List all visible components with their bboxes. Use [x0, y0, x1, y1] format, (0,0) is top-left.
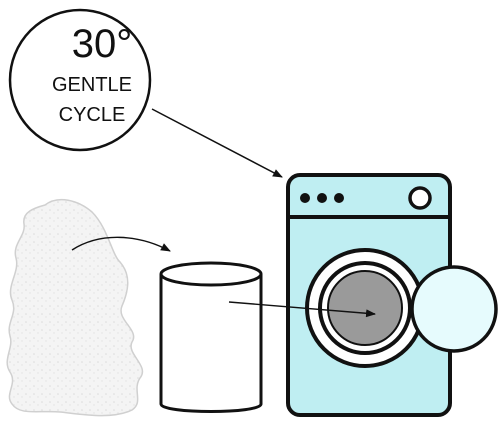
badge-circle-icon — [8, 8, 152, 152]
sheepskin-rug-icon — [6, 198, 144, 417]
washing-machine-icon — [286, 173, 452, 417]
cycle-label-line2: CYCLE — [58, 104, 126, 126]
temperature-label: 30° — [71, 22, 133, 66]
arrow-icon — [151, 108, 283, 178]
arrow-icon — [71, 236, 171, 252]
bubble-icon — [410, 265, 498, 353]
bucket-icon — [159, 261, 263, 413]
arrow-icon — [228, 301, 376, 318]
cycle-label-line1: GENTLE — [51, 74, 133, 96]
